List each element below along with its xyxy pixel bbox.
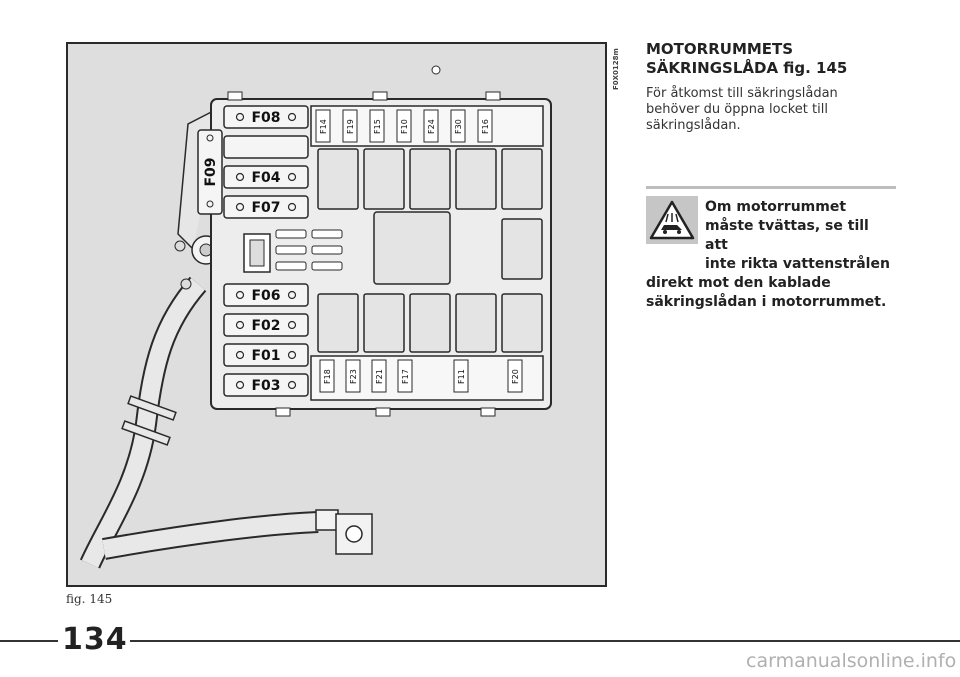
page-number: 134 bbox=[62, 622, 128, 657]
fuse-f15: F15 bbox=[369, 109, 385, 143]
warning-text: Om motorrummet måste tvättas, se till at… bbox=[646, 198, 896, 312]
fuse-f06: F06 bbox=[223, 283, 309, 307]
car-wash-warning-icon bbox=[646, 196, 698, 244]
fuse-label-f30: F30 bbox=[454, 119, 463, 134]
fuse-f19: F19 bbox=[342, 109, 358, 143]
body-line-1: För åtkomst till säkringslådan bbox=[646, 86, 838, 101]
fuse-f10: F10 bbox=[396, 109, 412, 143]
fuse-f30: F30 bbox=[450, 109, 466, 143]
fuse-f09: F09 bbox=[197, 129, 309, 215]
fuse-label-f16: F16 bbox=[481, 119, 490, 134]
section-heading: MOTORRUMMETS SÄKRINGSLÅDA fig. 145 bbox=[646, 40, 896, 78]
warning-line-2: måste tvättas, se till att bbox=[705, 218, 869, 253]
fuse-f01: F01 bbox=[223, 343, 309, 367]
figure-caption: fig. 145 bbox=[66, 592, 113, 606]
fuse-label-f18: F18 bbox=[323, 369, 332, 384]
fuse-label-f08: F08 bbox=[251, 110, 280, 126]
bottom-fuse-group: F18 F23 F21 F17 F11 F20 bbox=[319, 359, 523, 393]
heading-line-2: SÄKRINGSLÅDA fig. 145 bbox=[646, 59, 848, 77]
fuse-f21: F21 bbox=[371, 359, 387, 393]
fuse-f03: F03 bbox=[223, 373, 309, 397]
fuse-f20: F20 bbox=[507, 359, 523, 393]
fuse-label-f07: F07 bbox=[251, 200, 280, 216]
fuse-label-f02: F02 bbox=[251, 318, 280, 334]
watermark: carmanualsonline.info bbox=[746, 650, 957, 672]
fuse-label-f24: F24 bbox=[427, 119, 436, 134]
body-line-3: säkringslådan. bbox=[646, 118, 741, 133]
fuse-label-f03: F03 bbox=[251, 378, 280, 394]
warning-divider bbox=[646, 186, 896, 189]
fuse-f14: F14 bbox=[315, 109, 331, 143]
fuse-f07: F07 bbox=[223, 195, 309, 219]
fuse-f17: F17 bbox=[397, 359, 413, 393]
warning-line-1: Om motorrummet bbox=[705, 199, 847, 215]
top-fuse-group: F14 F19 F15 F10 F24 F30 F16 bbox=[315, 109, 493, 143]
fuse-label-f17: F17 bbox=[401, 369, 410, 384]
fuse-f23: F23 bbox=[345, 359, 361, 393]
warning-line-5: säkringslådan i motorrummet. bbox=[646, 294, 887, 310]
fuse-label-f09: F09 bbox=[203, 157, 219, 186]
fuse-label-f04: F04 bbox=[251, 170, 280, 186]
fuse-label-f11: F11 bbox=[457, 369, 466, 384]
fuse-label-f19: F19 bbox=[346, 119, 355, 134]
footer-rule-left bbox=[0, 640, 58, 642]
fuse-label-f15: F15 bbox=[373, 119, 382, 134]
warning-line-4: direkt mot den kablade bbox=[646, 275, 831, 291]
fuse-label-f20: F20 bbox=[511, 369, 520, 384]
fuse-f18: F18 bbox=[319, 359, 335, 393]
fuse-f11: F11 bbox=[453, 359, 469, 393]
figure-code: F0X0128m bbox=[612, 48, 620, 90]
fuse-label-f06: F06 bbox=[251, 288, 280, 304]
body-line-2: behöver du öppna locket till bbox=[646, 102, 828, 117]
heading-line-1: MOTORRUMMETS bbox=[646, 40, 794, 58]
fuse-label-f01: F01 bbox=[251, 348, 280, 364]
fuse-f16: F16 bbox=[477, 109, 493, 143]
fuse-f24: F24 bbox=[423, 109, 439, 143]
fuse-f04: F04 bbox=[223, 165, 309, 189]
section-body: För åtkomst till säkringslådan behöver d… bbox=[646, 86, 896, 134]
fuse-label-f23: F23 bbox=[349, 369, 358, 384]
fuse-f08: F08 bbox=[223, 105, 309, 129]
footer-rule-right bbox=[130, 640, 960, 642]
fuse-label-f21: F21 bbox=[375, 369, 384, 384]
fuse-label-f14: F14 bbox=[319, 119, 328, 134]
fuse-f02: F02 bbox=[223, 313, 309, 337]
warning-line-3: inte rikta vattenstrålen bbox=[705, 256, 890, 272]
fuse-label-f10: F10 bbox=[400, 119, 409, 134]
